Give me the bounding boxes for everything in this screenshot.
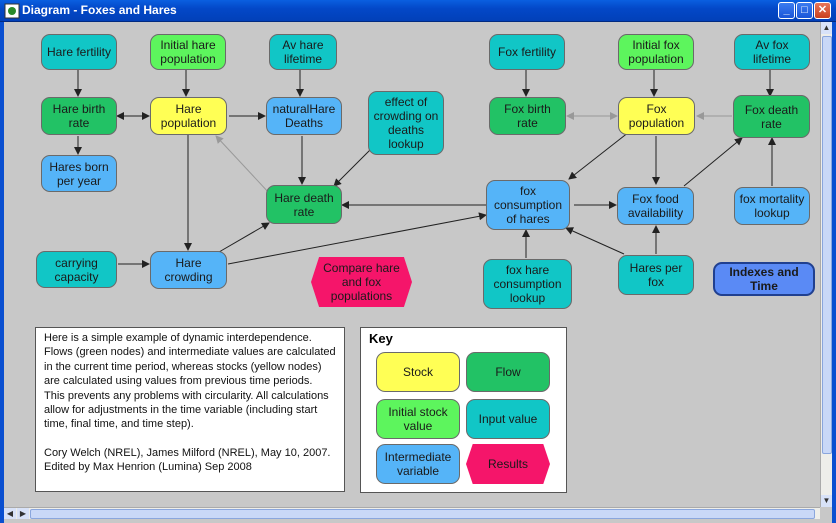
title-bar[interactable]: Diagram - Foxes and Hares _ □ ✕ [0,0,836,22]
arrow-crowding-lookup-to-death-rate [333,145,375,187]
arrow-crowding-to-death-rate [218,222,270,253]
node-natural-hare-deaths[interactable]: naturalHare Deaths [266,97,342,135]
description-textbox: Here is a simple example of dynamic inte… [35,327,345,492]
node-hare-death-rate[interactable]: Hare death rate [266,185,342,224]
node-initial-hare-population[interactable]: Initial hare population [150,34,226,70]
legend-key: Key Stock Flow Initial stock value Input… [360,327,567,493]
key-input-value: Input value [466,399,550,439]
node-hare-population[interactable]: Hare population [150,97,227,135]
app-icon [4,3,20,19]
node-hare-fertility[interactable]: Hare fertility [41,34,117,70]
description-credits: Cory Welch (NREL), James Milford (NREL),… [44,446,331,474]
arrow-fox-population-to-consumption [568,131,630,180]
node-fox-hare-consumption-lookup[interactable]: fox hare consumption lookup [483,259,572,309]
key-title: Key [369,331,393,346]
node-carrying-capacity[interactable]: carrying capacity [36,251,117,288]
node-hares-born-per-year[interactable]: Hares born per year [41,155,117,192]
node-fox-fertility[interactable]: Fox fertility [489,34,565,70]
node-fox-population[interactable]: Fox population [618,97,695,135]
window-title: Diagram - Foxes and Hares [22,3,177,17]
description-paragraph: Here is a simple example of dynamic inte… [44,332,336,431]
arrow-food-to-death-rate [683,137,743,187]
node-av-fox-lifetime[interactable]: Av fox lifetime [734,34,810,70]
scroll-up-icon[interactable]: ▲ [821,22,832,34]
minimize-button[interactable]: _ [778,2,795,19]
node-hares-per-fox[interactable]: Hares per fox [618,255,694,295]
key-results: Results [466,444,550,484]
diagram-canvas[interactable]: Hare fertility Initial hare population A… [4,22,820,507]
node-hare-birth-rate[interactable]: Hare birth rate [41,97,117,135]
node-fox-consumption-of-hares[interactable]: fox consumption of hares [486,180,570,230]
scroll-down-icon[interactable]: ▼ [821,495,832,507]
key-stock: Stock [376,352,460,392]
key-intermediate-variable: Intermediate variable [376,444,460,484]
key-flow: Flow [466,352,550,392]
node-fox-death-rate[interactable]: Fox death rate [733,95,810,138]
vertical-scroll-thumb[interactable] [822,36,832,454]
arrow-layer [74,70,776,268]
maximize-button[interactable]: □ [796,2,813,19]
close-button[interactable]: ✕ [814,2,831,19]
arrow-hares-per-fox-to-consumption [565,227,625,255]
node-effect-of-crowding-lookup[interactable]: effect of crowding on deaths lookup [368,91,444,155]
window-border-left [0,22,4,523]
node-indexes-and-time[interactable]: Indexes and Time [713,262,815,296]
node-initial-fox-population[interactable]: Initial fox population [618,34,694,70]
arrow-crowding-to-fox-consumption [227,212,487,265]
arrow-death-rate-to-hare-population-feedback [215,135,271,195]
node-fox-birth-rate[interactable]: Fox birth rate [489,97,566,135]
node-fox-mortality-lookup[interactable]: fox mortality lookup [734,187,810,225]
horizontal-scroll-thumb[interactable] [30,509,815,519]
node-fox-food-availability[interactable]: Fox food availability [617,187,694,225]
node-av-hare-lifetime[interactable]: Av hare lifetime [269,34,337,70]
horizontal-scrollbar[interactable]: ◀ ▶ [4,507,820,519]
node-compare-populations[interactable]: Compare hare and fox populations [311,257,412,307]
key-initial-stock-value: Initial stock value [376,399,460,439]
vertical-scrollbar[interactable]: ▲ ▼ [820,22,832,507]
node-hare-crowding[interactable]: Hare crowding [150,251,227,289]
scroll-left-icon[interactable]: ◀ [4,508,16,519]
window-border-right [832,22,836,523]
scroll-right-small-icon[interactable]: ▶ [17,508,29,519]
